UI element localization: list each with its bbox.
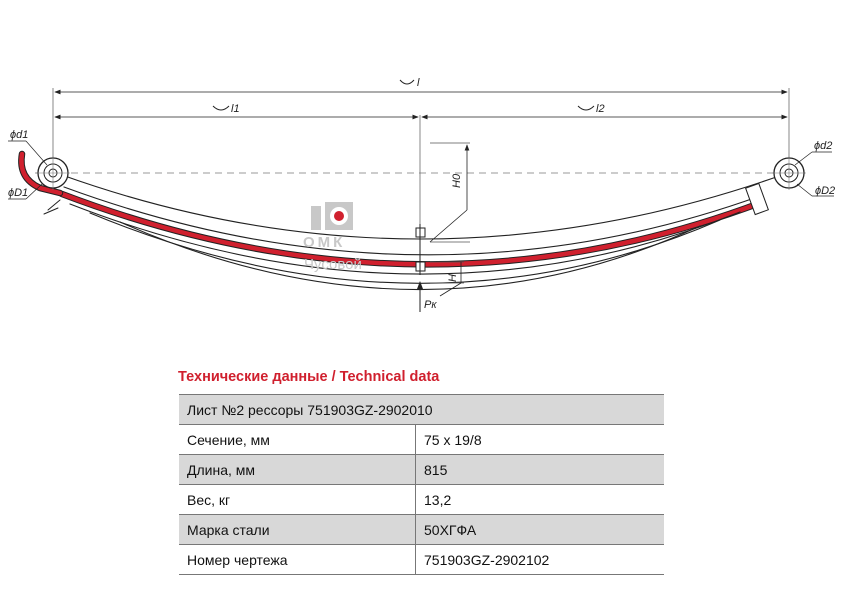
dim-l-label: l	[417, 77, 420, 89]
spec-value: 751903GZ-2902102	[415, 544, 664, 575]
table-row: Номер чертежа 751903GZ-2902102	[179, 544, 664, 575]
omk-logo-mark	[311, 202, 353, 230]
specs-header-row: Лист №2 рессоры 751903GZ-2902010	[179, 394, 664, 425]
specs-header: Лист №2 рессоры 751903GZ-2902010	[179, 394, 664, 425]
extension-lines	[52, 88, 790, 242]
spec-label: Номер чертежа	[179, 544, 416, 575]
left-eye: ϕd1 ϕD1	[8, 129, 70, 200]
spec-value: 815	[415, 454, 664, 485]
spec-value: 13,2	[415, 484, 664, 515]
dimension-h0: H0	[429, 142, 470, 243]
specs-title: Технические данные / Technical data	[178, 369, 440, 385]
table-row: Сечение, мм 75 x 19/8	[179, 424, 664, 455]
table-row: Длина, мм 815	[179, 454, 664, 485]
dim-D1-label: ϕD1	[8, 187, 28, 199]
dimension-l: l	[54, 77, 788, 95]
spec-label: Вес, кг	[179, 484, 416, 515]
load-label: Pк	[424, 299, 437, 311]
table-row: Марка стали 50ХГФА	[179, 514, 664, 545]
spec-value: 50ХГФА	[415, 514, 664, 545]
spec-label: Марка стали	[179, 514, 416, 545]
dim-l2-label: l2	[596, 103, 605, 115]
center-bolt	[415, 224, 426, 275]
table-row: Вес, кг 13,2	[179, 484, 664, 515]
logo-brand: ОМК	[303, 234, 346, 251]
omk-logo: ОМК Чусовой	[303, 198, 383, 278]
leaf-spring-drawing: l l1 l2 ϕd	[8, 77, 835, 312]
spec-label: Длина, мм	[179, 454, 416, 485]
spring-leaves	[18, 150, 783, 291]
dimension-h: H	[430, 261, 464, 297]
dim-D2-label: ϕD2	[815, 185, 835, 197]
dim-h0-label: H0	[451, 173, 463, 188]
dim-d2-label: ϕd2	[814, 140, 832, 152]
spec-value: 75 x 19/8	[415, 424, 664, 455]
load-arrow: Pк	[417, 281, 437, 312]
right-eye: ϕd2 ϕD2	[744, 140, 835, 216]
dim-h-label: H	[447, 274, 459, 282]
logo-city: Чусовой	[304, 256, 362, 273]
dim-d1-label: ϕd1	[10, 129, 28, 141]
dimension-l1: l1	[54, 103, 419, 120]
dim-l1-label: l1	[231, 103, 240, 115]
specs-table: Лист №2 рессоры 751903GZ-2902010 Сечение…	[179, 394, 664, 575]
spec-label: Сечение, мм	[179, 424, 416, 455]
dimension-l2: l2	[421, 103, 788, 120]
